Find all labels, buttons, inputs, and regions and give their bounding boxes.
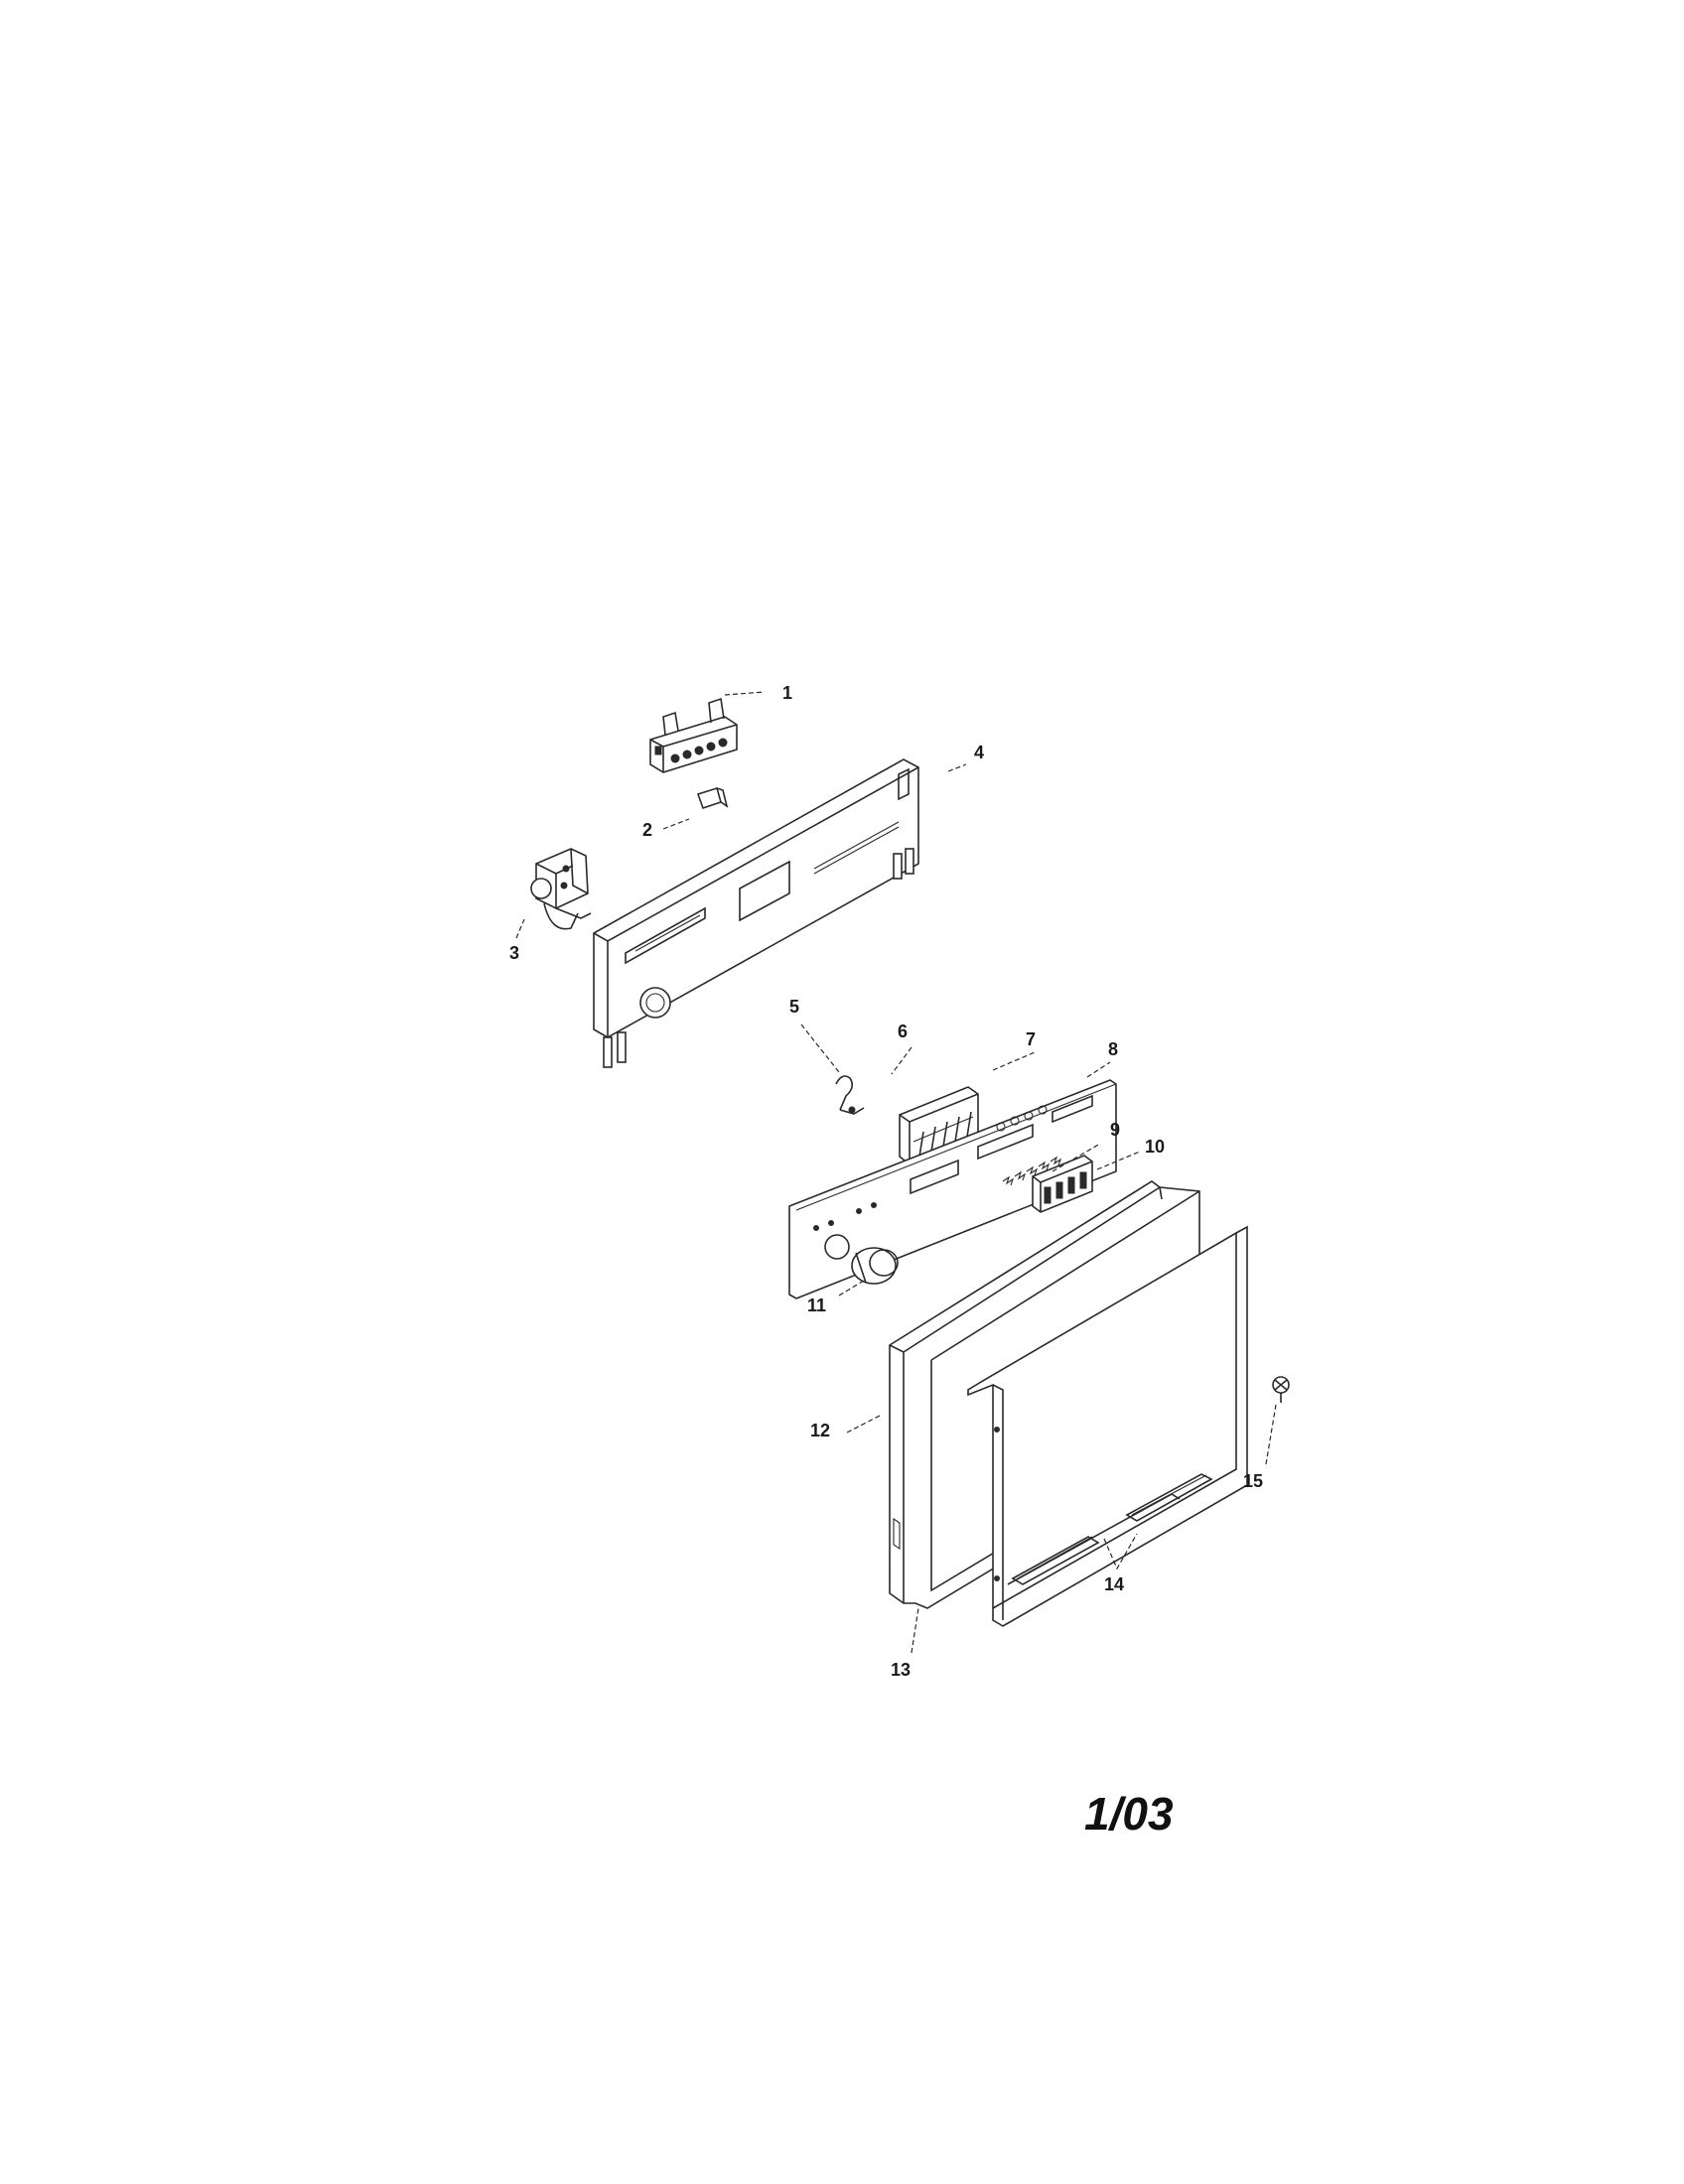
part-1-switch-block [649,697,738,773]
callout-9: 9 [1110,1120,1120,1140]
part-4-control-panel [593,758,919,1068]
callout-5: 5 [789,997,799,1017]
leader-lines [515,691,1277,1654]
callout-14: 14 [1104,1574,1124,1594]
part-5-clip [835,1075,865,1115]
callout-13: 13 [891,1660,911,1680]
callout-11: 11 [807,1296,826,1315]
callout-3: 3 [509,943,519,963]
callout-4: 4 [974,743,984,762]
part-9-springs [1002,1156,1062,1186]
part-2-pin [696,786,729,810]
part-14-side-frame [967,1225,1248,1627]
callout-12: 12 [810,1421,830,1440]
page-code: 1/03 [1084,1788,1174,1840]
callout-1: 1 [782,683,792,703]
part-7-switch-assembly [899,1086,979,1165]
callout-6: 6 [898,1022,908,1041]
part-15-screw [1272,1376,1290,1403]
callout-2: 2 [642,820,652,840]
callout-10: 10 [1145,1137,1165,1157]
part-8-fascia [788,1079,1117,1299]
part-3-timer [530,848,592,930]
callout-labels: 1 2 3 4 5 6 7 8 9 10 11 12 13 14 15 [509,683,1263,1680]
part-11-knob [851,1247,899,1285]
callout-8: 8 [1108,1039,1118,1059]
part-10-buttons [1032,1155,1093,1213]
callout-7: 7 [1026,1029,1036,1049]
callout-15: 15 [1243,1471,1263,1491]
